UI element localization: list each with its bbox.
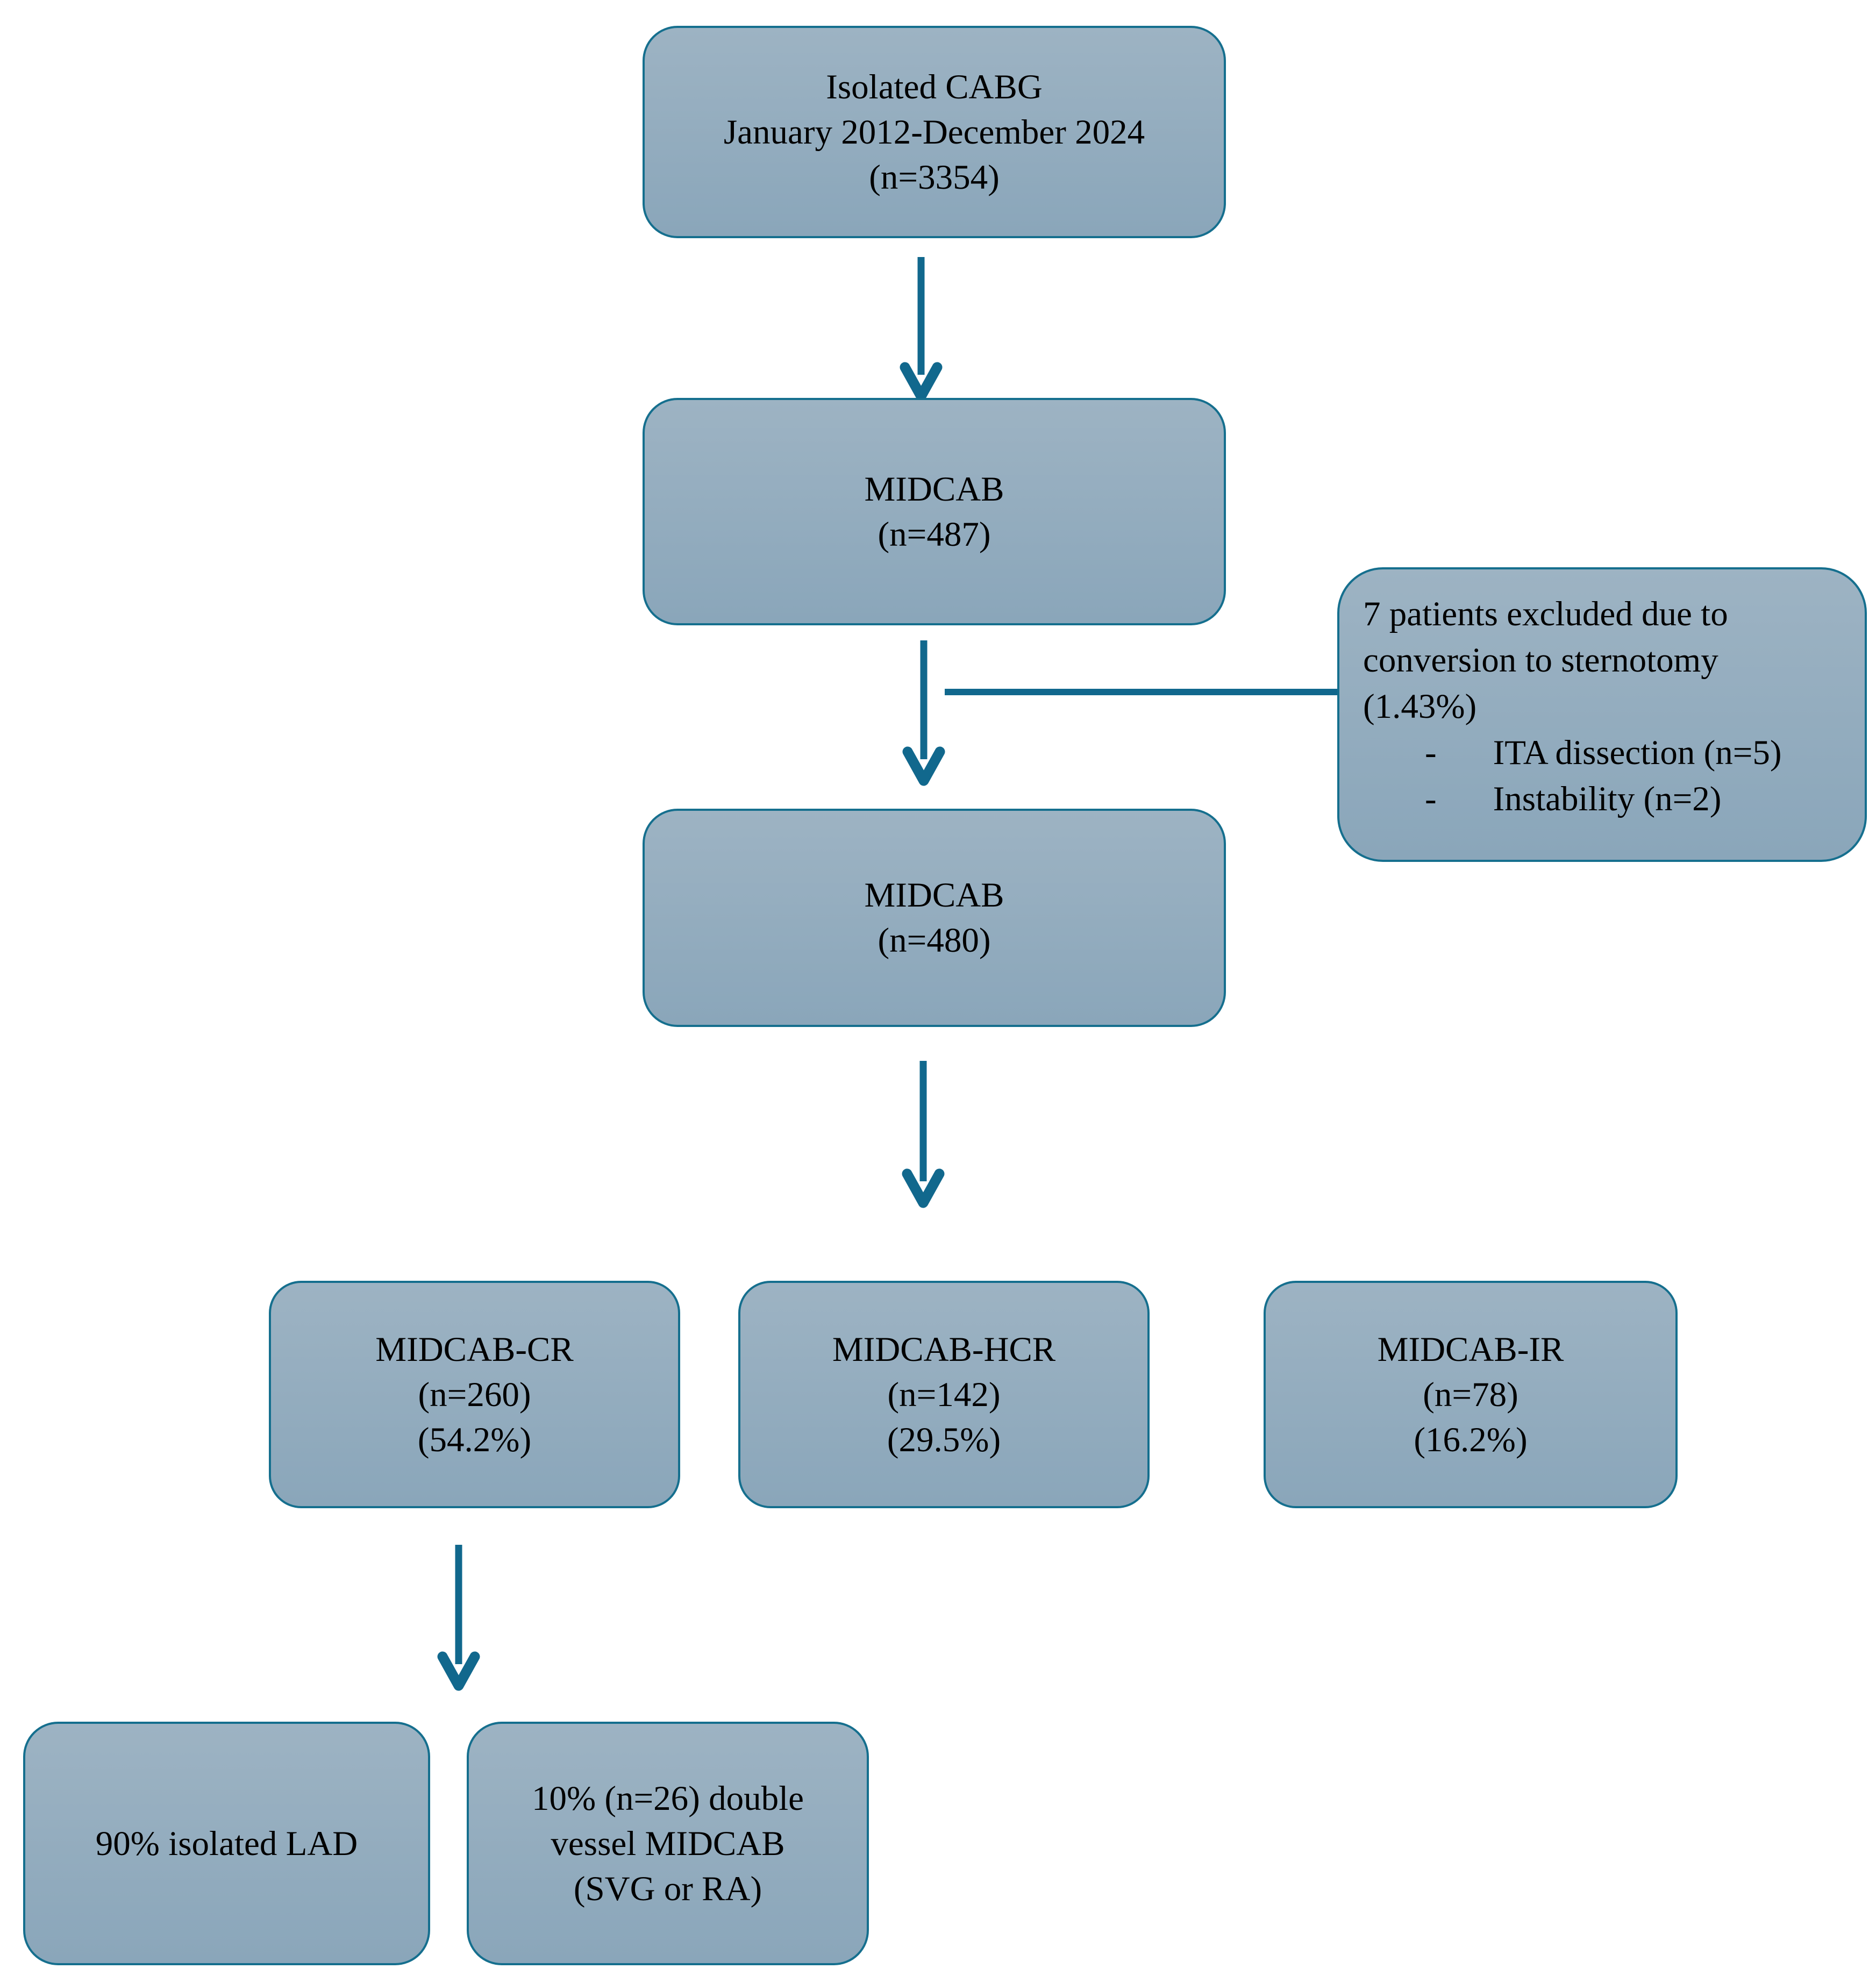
node-line: 7 patients excluded due to (1363, 595, 1728, 633)
node-midcab-cr: MIDCAB-CR (n=260) (54.2%) (269, 1281, 680, 1508)
connector-line (945, 689, 1340, 695)
node-double-vessel: 10% (n=26) double vessel MIDCAB (SVG or … (467, 1722, 869, 1965)
node-line: MIDCAB-CR (375, 1330, 574, 1369)
node-line: MIDCAB (864, 876, 1004, 915)
node-line: (n=487) (878, 515, 991, 554)
node-line: (n=260) (418, 1375, 531, 1414)
bullet-dash: - (1425, 780, 1437, 818)
node-line: (n=78) (1423, 1375, 1518, 1414)
node-line: conversion to sternotomy (1363, 641, 1718, 680)
node-line: (54.2%) (417, 1420, 532, 1459)
node-line: MIDCAB-IR (1377, 1330, 1564, 1369)
node-line: (16.2%) (1414, 1420, 1528, 1459)
node-line: MIDCAB (864, 469, 1004, 509)
node-isolated-lad: 90% isolated LAD (23, 1722, 430, 1965)
bullet-dash: - (1425, 733, 1437, 772)
node-line: (n=3354) (869, 158, 1000, 197)
node-exclusion: 7 patients excluded due to conversion to… (1337, 567, 1867, 862)
node-midcab-480: MIDCAB (n=480) (643, 809, 1226, 1027)
node-line: (SVG or RA) (573, 1869, 762, 1908)
node-midcab-ir: MIDCAB-IR (n=78) (16.2%) (1264, 1281, 1678, 1508)
node-line: (n=142) (887, 1375, 1001, 1414)
arrow-down-icon (902, 1061, 945, 1208)
node-line: vessel MIDCAB (551, 1824, 785, 1863)
bullet-text: ITA dissection (n=5) (1493, 733, 1782, 772)
node-line: 10% (n=26) double (531, 1779, 804, 1818)
node-line: January 2012-December 2024 (723, 112, 1145, 152)
node-midcab-hcr: MIDCAB-HCR (n=142) (29.5%) (738, 1281, 1150, 1508)
node-line: (1.43%) (1363, 687, 1477, 726)
node-line: (29.5%) (887, 1420, 1001, 1459)
arrow-down-icon (437, 1545, 480, 1691)
node-midcab-487: MIDCAB (n=487) (643, 398, 1226, 625)
node-line: MIDCAB-HCR (832, 1330, 1056, 1369)
node-isolated-cabg: Isolated CABG January 2012-December 2024… (643, 26, 1226, 238)
node-line: (n=480) (878, 921, 991, 960)
arrow-down-icon (902, 640, 945, 786)
bullet-text: Instability (n=2) (1493, 780, 1722, 818)
arrow-down-icon (900, 257, 943, 402)
bullet-item: - Instability (n=2) (1363, 776, 1721, 822)
node-line: Isolated CABG (826, 67, 1043, 106)
bullet-item: - ITA dissection (n=5) (1363, 730, 1782, 776)
node-line: 90% isolated LAD (95, 1824, 358, 1863)
